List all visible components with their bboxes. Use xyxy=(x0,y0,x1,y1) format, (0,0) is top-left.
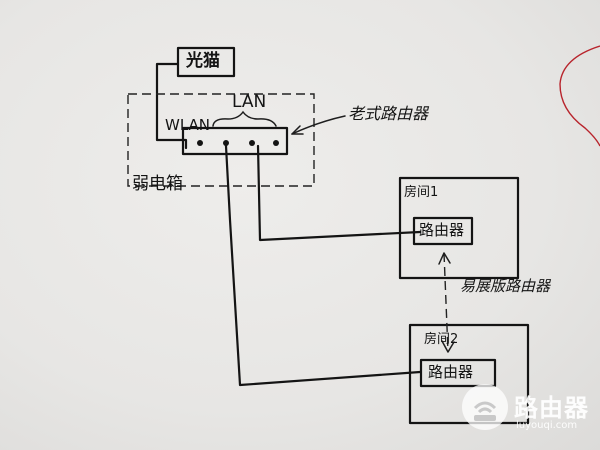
modem-box xyxy=(176,46,236,78)
relation-label: 易展版路由器 xyxy=(460,277,551,295)
wire-to-room2 xyxy=(224,144,422,387)
wan-label: WLAN xyxy=(165,116,211,134)
router-label-arrow xyxy=(291,115,346,135)
router1-label: 路由器 xyxy=(419,221,465,239)
router1-box xyxy=(412,216,474,246)
port-wan xyxy=(197,140,203,146)
router-logo-icon xyxy=(462,384,508,430)
lan-label: LAN xyxy=(232,92,267,112)
router-label-arrowhead xyxy=(291,125,304,135)
router2-label: 路由器 xyxy=(428,363,474,381)
port-lan-3 xyxy=(273,140,279,146)
room1-box xyxy=(398,176,520,280)
mesh-link-top-arrow xyxy=(438,252,451,265)
watermark-url: luyouqi.com xyxy=(516,420,578,431)
modem-label: 光猫 xyxy=(186,51,220,71)
wire-to-room1 xyxy=(256,144,422,242)
weak-box-outline xyxy=(127,93,315,187)
lan-brace xyxy=(212,110,277,127)
router2-box xyxy=(419,358,497,388)
weak-box-label: 弱电箱 xyxy=(132,174,183,194)
port-lan-1 xyxy=(223,140,229,146)
red-pen-curve xyxy=(559,45,600,147)
port-lan-2 xyxy=(249,140,255,146)
room1-label: 房间1 xyxy=(404,185,439,200)
site-watermark: 路由器 luyouqi.com xyxy=(458,382,598,440)
mesh-link xyxy=(443,252,449,353)
watermark-title: 路由器 xyxy=(514,394,589,422)
mesh-link-bottom-arrow xyxy=(441,340,455,353)
room2-label: 房间2 xyxy=(424,332,459,347)
desktop-router-box xyxy=(181,126,289,156)
desktop-router-label: 老式路由器 xyxy=(348,104,429,123)
modem-wan-wire xyxy=(155,62,188,150)
